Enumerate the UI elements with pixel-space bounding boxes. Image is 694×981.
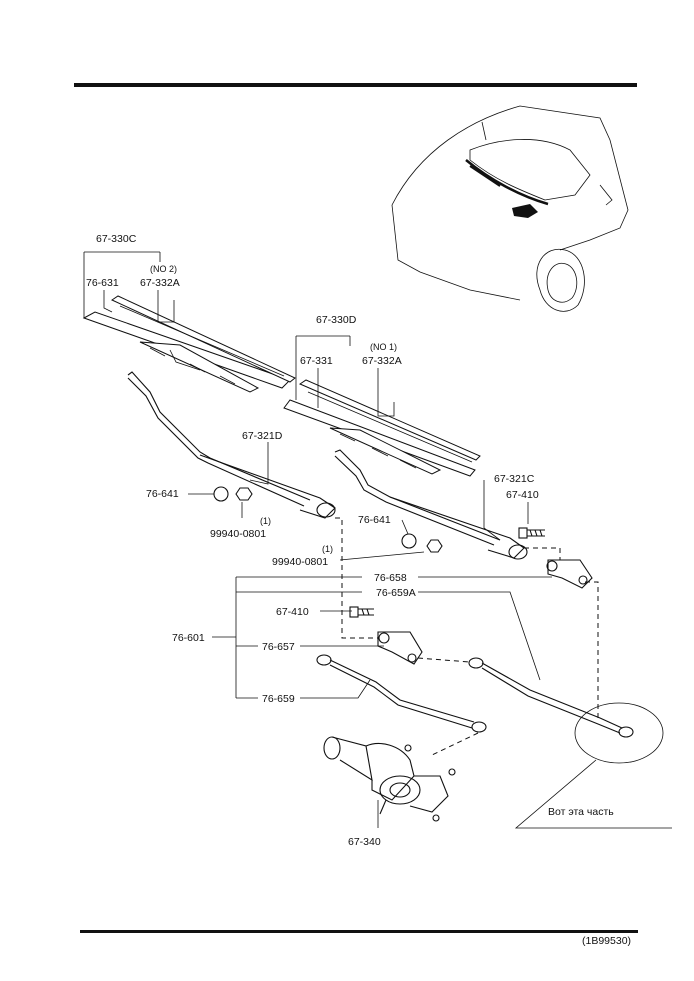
car-wiper-highlight xyxy=(512,204,538,218)
label-99940-0801-left: 99940-0801 xyxy=(210,528,266,540)
link-short xyxy=(316,654,487,733)
blade-driver xyxy=(82,295,296,393)
label-qty-left: (1) xyxy=(260,516,271,526)
dashed-guide xyxy=(335,517,378,639)
pivot-right-icon xyxy=(546,559,593,589)
label-qty-right: (1) xyxy=(322,544,333,554)
label-99940-0801-right: 99940-0801 xyxy=(272,556,328,568)
label-67-331: 67-331 xyxy=(300,355,333,367)
dashed-guide xyxy=(585,581,599,718)
label-67-410-upper: 67-410 xyxy=(506,489,539,501)
bolt-icon xyxy=(349,606,374,618)
label-67-332A-driver: 67-332A xyxy=(140,277,180,289)
header-rule xyxy=(74,83,637,87)
label-76-659: 76-659 xyxy=(262,693,295,705)
label-76-631: 76-631 xyxy=(86,277,119,289)
label-76-641-right: 76-641 xyxy=(358,514,391,526)
label-76-659A: 76-659A xyxy=(376,587,416,599)
label-76-641-left: 76-641 xyxy=(146,488,179,500)
label-67-330C: 67-330C xyxy=(96,233,137,245)
nut-icon xyxy=(235,487,253,501)
label-76-658: 76-658 xyxy=(374,572,407,584)
leader-lines xyxy=(83,251,552,828)
cap-icon xyxy=(213,486,229,502)
callout-note: Вот эта часть xyxy=(548,806,614,818)
doc-code: (1B99530) xyxy=(582,935,631,947)
label-no1: (NO 1) xyxy=(370,342,397,352)
link-long xyxy=(468,657,634,738)
label-67-330D: 67-330D xyxy=(316,314,357,326)
dashed-guide xyxy=(524,547,561,560)
label-67-332A-pass: 67-332A xyxy=(362,355,402,367)
motor-icon xyxy=(323,736,456,822)
label-76-601: 76-601 xyxy=(172,632,205,644)
blade-passenger xyxy=(283,379,481,477)
label-67-340: 67-340 xyxy=(348,836,381,848)
label-67-410-mid: 67-410 xyxy=(276,606,309,618)
pivot-left-icon xyxy=(377,631,423,665)
bolt-icon xyxy=(518,527,545,539)
label-67-321C: 67-321C xyxy=(494,473,535,485)
label-67-321D: 67-321D xyxy=(242,430,283,442)
nut-icon xyxy=(426,539,443,553)
car-outline xyxy=(391,105,629,312)
dashed-guide xyxy=(429,732,479,757)
callout-circle xyxy=(574,702,664,764)
label-76-657: 76-657 xyxy=(262,641,295,653)
callout-pointer xyxy=(514,759,672,829)
label-no2: (NO 2) xyxy=(150,264,177,274)
dashed-guide xyxy=(417,657,471,663)
footer-rule xyxy=(80,930,638,933)
arm-driver xyxy=(127,371,336,519)
cap-icon xyxy=(401,533,417,549)
